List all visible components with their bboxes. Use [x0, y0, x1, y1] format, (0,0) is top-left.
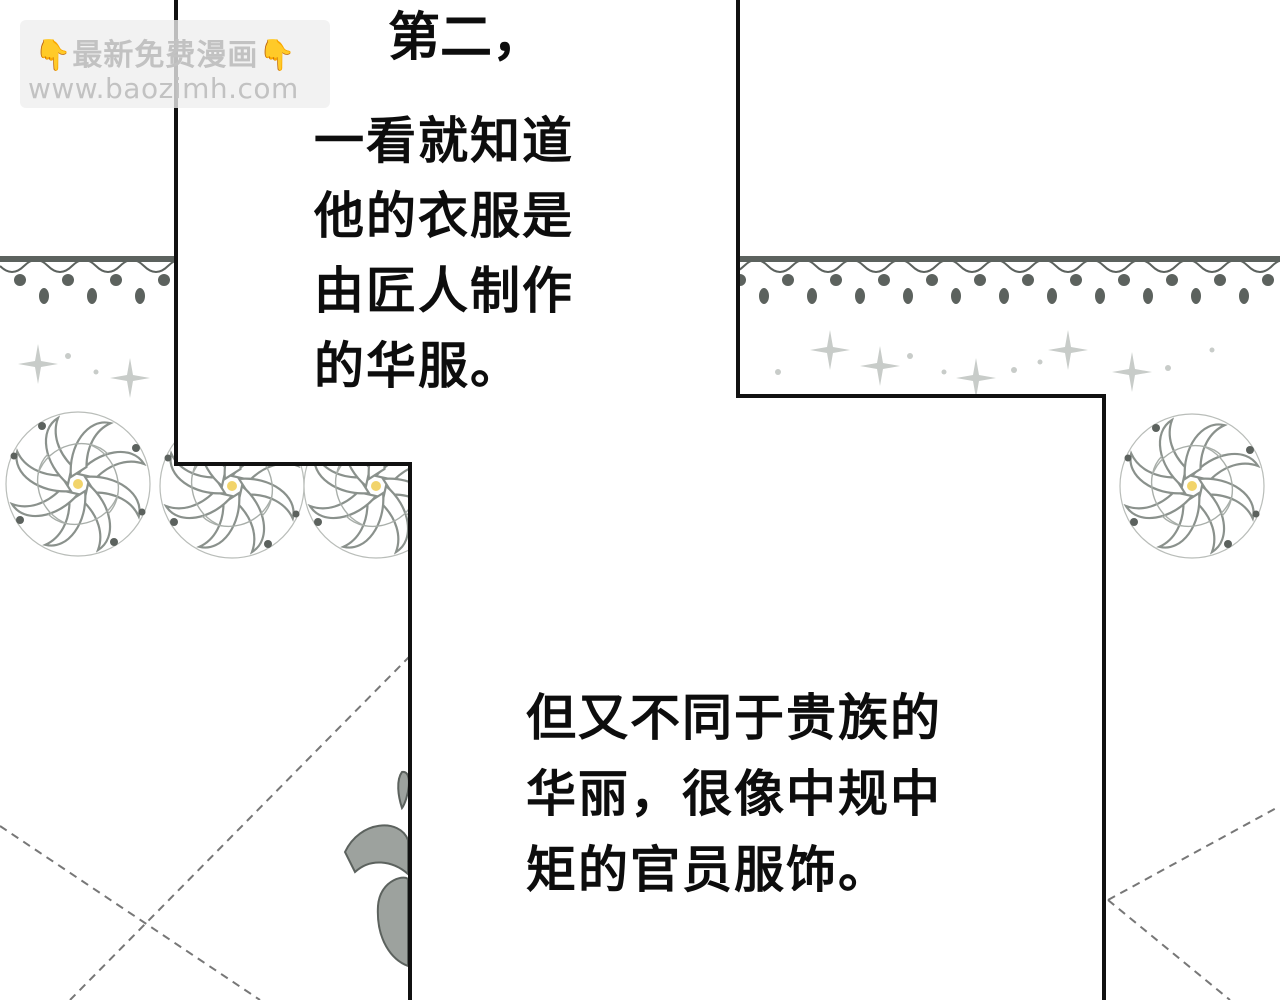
text-line: 由匠人制作 — [314, 262, 574, 320]
watermark-title: 👇最新免费漫画👇 — [34, 30, 324, 74]
pointing-down-icon-right: 👇 — [258, 38, 297, 73]
pointing-down-icon: 👇 — [34, 38, 73, 73]
text-line: 矩的官员服饰。 — [526, 841, 890, 899]
text-line: 他的衣服是 — [314, 187, 574, 245]
panel-heading: 第二， — [388, 8, 545, 68]
text-line: 但又不同于贵族的 — [526, 689, 942, 747]
watermark-url: www.baozimh.com — [28, 72, 299, 105]
text-line: 的华服。 — [314, 337, 522, 395]
panel-bottom-text: 但又不同于贵族的 华丽，很像中规中 矩的官员服饰。 — [526, 680, 942, 908]
text-line: 一看就知道 — [314, 112, 574, 170]
watermark: 👇最新免费漫画👇 www.baozimh.com — [20, 20, 330, 108]
panel-top-text: 一看就知道 他的衣服是 由匠人制作 的华服。 — [314, 104, 574, 404]
text-line: 华丽，很像中规中 — [526, 765, 942, 823]
watermark-title-text: 最新免费漫画 — [72, 38, 259, 73]
